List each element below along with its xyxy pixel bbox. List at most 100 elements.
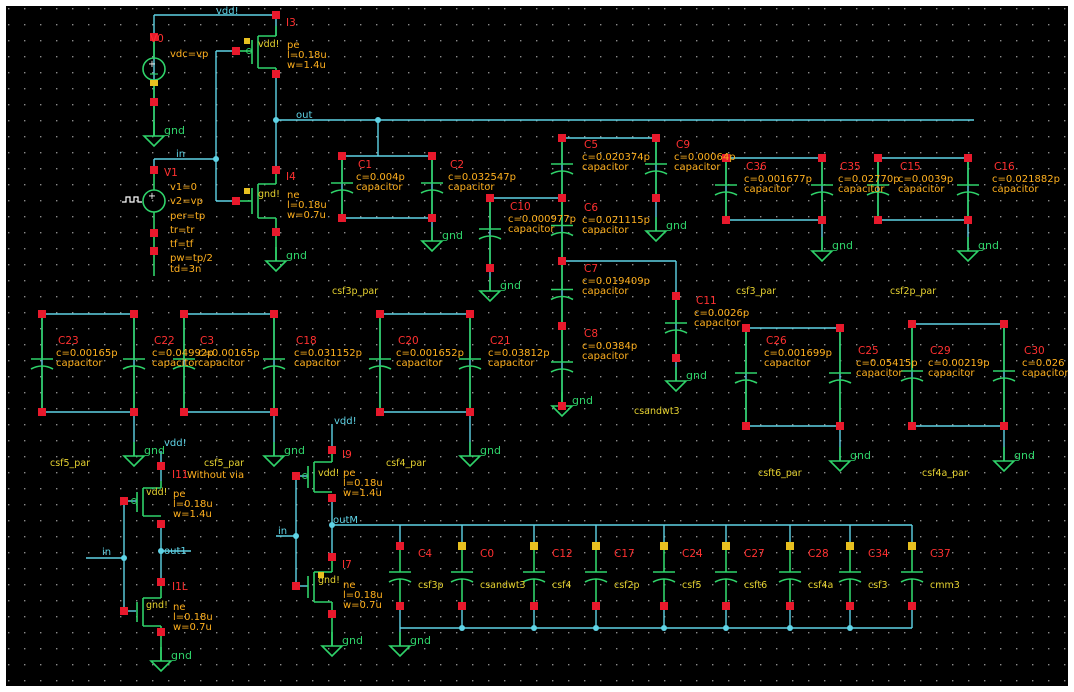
i11-l: l=0.18u xyxy=(173,499,213,510)
block-csf4a-par: csf4a_par xyxy=(922,468,968,479)
bank-pin-bot xyxy=(786,602,794,610)
cap-pin xyxy=(874,216,882,224)
source-v1[interactable]: + xyxy=(122,166,166,276)
net-label-vdd-3: vdd! xyxy=(164,438,187,449)
capacitor-type: capacitor xyxy=(56,358,103,369)
capacitor-value: c=0.020374p xyxy=(582,152,650,163)
transistor-i9[interactable] xyxy=(292,446,336,502)
i4-w: w=0.7u xyxy=(287,210,326,221)
i1l-w: w=0.7u xyxy=(173,622,212,633)
i7-bulk: gnd! xyxy=(318,575,340,586)
source-v0[interactable]: + xyxy=(142,33,166,136)
capacitor-labels: C1c=0.004pcapacitorC2c=0.032547pcapacito… xyxy=(56,139,1068,379)
capacitor-name: C6 xyxy=(584,202,598,214)
i9-w: w=1.4u xyxy=(343,488,382,499)
block-csf3-par: csf3_par xyxy=(736,286,776,297)
i7-type: ne xyxy=(343,580,356,591)
gnd-label: gnd xyxy=(480,444,501,457)
bank-cap-label: csf5 xyxy=(682,580,702,591)
capacitor-type: capacitor xyxy=(674,162,721,173)
transistor-i3[interactable] xyxy=(232,11,280,78)
capacitor-value: c=0.00219p xyxy=(928,358,990,369)
net-label-vdd-2: vdd! xyxy=(334,416,357,427)
i1l-bulk: gnd! xyxy=(146,600,168,611)
cap-pin xyxy=(270,310,278,318)
net-label-outM: outM xyxy=(333,515,358,526)
capacitor-value: c=0.02770p xyxy=(838,174,900,185)
capacitor-name: C20 xyxy=(398,335,419,347)
bank-cap-label: csandwt3 xyxy=(480,580,526,591)
bank-pin-top xyxy=(458,542,466,550)
capacitor-type: capacitor xyxy=(508,224,555,235)
gnd-label: gnd xyxy=(1014,449,1035,462)
capacitor-value: c=0.0026p xyxy=(694,308,749,319)
capacitor-name: C10 xyxy=(510,201,531,213)
bank-cap-name: C12 xyxy=(552,548,573,560)
i11-name: I11 xyxy=(172,469,188,481)
cap-pin xyxy=(722,154,730,162)
block-csf2p-par: csf2p_par xyxy=(890,286,936,297)
capacitor-value: c=0.001652p xyxy=(396,348,464,359)
transistor-i11[interactable] xyxy=(120,462,165,528)
cap-pin xyxy=(428,214,436,222)
capacitor-name: C16 xyxy=(994,161,1015,173)
capacitor-value: c=0.001699p xyxy=(764,348,832,359)
capacitor-value: c=0.0384p xyxy=(582,341,637,352)
capacitor-type: capacitor xyxy=(744,184,791,195)
gnd-label: gnd xyxy=(171,649,192,662)
cap-pin xyxy=(652,134,660,142)
block-csft6-par: csft6_par xyxy=(758,468,802,479)
v1-param-3: tr=tr xyxy=(170,225,195,236)
i11-note: Without via xyxy=(187,470,244,481)
i3-type: pe xyxy=(287,40,300,51)
cap-pin xyxy=(836,324,844,332)
bank-pin-top xyxy=(592,542,600,550)
cap-pin xyxy=(466,310,474,318)
capacitor-type: capacitor xyxy=(396,358,443,369)
i11-w: w=1.4u xyxy=(173,509,212,520)
bank-cap-name: C17 xyxy=(614,548,635,560)
cap-pin xyxy=(38,310,46,318)
i1l-name: I1L xyxy=(172,581,188,593)
capacitor-value: c=0.021115p xyxy=(582,215,650,226)
capacitor-name: C18 xyxy=(296,335,317,347)
i7-w: w=0.7u xyxy=(343,600,382,611)
capacitor-type: capacitor xyxy=(764,358,811,369)
gnd-label: gnd xyxy=(284,444,305,457)
v1-name: V1 xyxy=(164,167,178,179)
capacitor-value: c=0.00165p xyxy=(56,348,118,359)
cap-pin xyxy=(38,408,46,416)
block-csf5-par-b: csf5_par xyxy=(204,458,244,469)
block-csandwt3: csandwt3 xyxy=(634,406,680,417)
capacitor-type: capacitor xyxy=(294,358,341,369)
gnd-label: gnd xyxy=(144,444,165,457)
v1-param-0: v1=0 xyxy=(170,182,197,193)
cap-pin xyxy=(130,310,138,318)
i4-type: ne xyxy=(287,190,300,201)
cap-pin xyxy=(130,408,138,416)
capacitor-name: C29 xyxy=(930,345,951,357)
capacitor-type: capacitor xyxy=(928,368,975,379)
capacitor-type: capacitor xyxy=(992,184,1039,195)
capacitor-value: c=0.00165p xyxy=(198,348,260,359)
schematic-canvas[interactable]: + + xyxy=(6,6,1068,686)
bank-cap-label: csft6 xyxy=(744,580,767,591)
bank-cap-name: C4 xyxy=(418,548,432,560)
bank-pin-top xyxy=(722,542,730,550)
bank-pin-bot xyxy=(458,602,466,610)
capacitor-value: c=0.04992p xyxy=(152,348,214,359)
capacitor-value: c=0.001677p xyxy=(744,174,812,185)
capacitor-name: C1 xyxy=(358,159,372,171)
block-csf3p-par: csf3p_par xyxy=(332,286,378,297)
bank-pin-top xyxy=(660,542,668,550)
i4-bulk: gnd! xyxy=(258,189,280,200)
capacitor-name: C30 xyxy=(1024,345,1045,357)
capacitor-name: C9 xyxy=(676,139,690,151)
cap-pin xyxy=(558,402,566,410)
bank-cap-name: C28 xyxy=(808,548,829,560)
capacitor-type: capacitor xyxy=(838,184,885,195)
capacitor-value: c=0.021882p xyxy=(992,174,1060,185)
cap-pin xyxy=(818,216,826,224)
capacitor-name: C22 xyxy=(154,335,175,347)
cap-pin xyxy=(558,322,566,330)
